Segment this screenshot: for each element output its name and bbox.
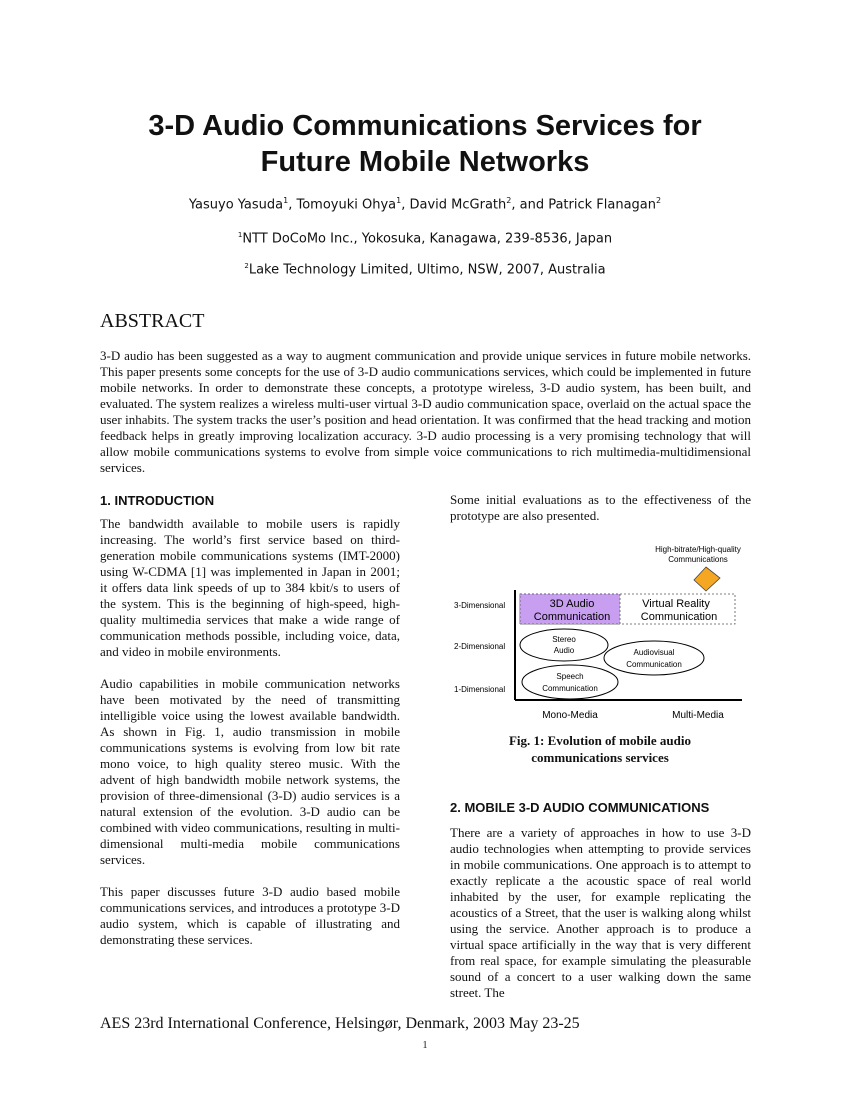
box-3d-audio-label: Communication [534, 611, 610, 623]
author-affil-mark: 1 [283, 196, 289, 205]
box-3d-audio [519, 593, 621, 625]
paragraph: Audio capabilities in mobile communicati… [100, 676, 400, 867]
stereo-label: Audio [554, 646, 575, 655]
speech-ellipse [521, 664, 619, 700]
stereo-audio-ellipse [519, 628, 609, 662]
three-d-frame [519, 593, 736, 625]
box-vr-label: Virtual Reality [642, 598, 710, 610]
affiliation-mark: 1 [237, 231, 243, 239]
right-column-intro: Some initial evaluations as to the effec… [450, 492, 751, 540]
author-affil-mark: 2 [656, 196, 662, 205]
author-affil-mark: 2 [506, 196, 512, 205]
section-1-heading: 1. INTRODUCTION [100, 493, 215, 508]
audiovisual-label: Audiovisual [634, 648, 675, 657]
highbit-arrow [693, 566, 721, 592]
page-number: 1 [422, 1040, 428, 1051]
paragraph: There are a variety of approaches in how… [450, 825, 751, 1000]
x-label-mono: Mono-Media [542, 710, 598, 721]
section-2-heading: 2. MOBILE 3-D AUDIO COMMUNICATIONS [450, 800, 710, 815]
paragraph: The bandwidth available to mobile users … [100, 516, 400, 659]
paragraph: Some initial evaluations as to the effec… [450, 492, 751, 523]
author-name: Yasuyo Yasuda [188, 197, 284, 213]
x-label-multi: Multi-Media [672, 710, 724, 721]
y-label-1d: 1-Dimensional [454, 685, 505, 694]
y-label-2d: 2-Dimensional [454, 642, 505, 651]
paragraph: This paper discusses future 3-D audio ba… [100, 884, 400, 947]
author-affil-mark: 1 [396, 196, 402, 205]
highbit-label: High-bitrate/High-quality [655, 545, 741, 554]
box-3d-audio-label: 3D Audio [550, 598, 595, 610]
author-name: Tomoyuki Ohya [296, 197, 397, 213]
y-label-3d: 3-Dimensional [454, 601, 505, 610]
caption-line: Fig. 1: Evolution of mobile audio [508, 733, 692, 748]
audiovisual-ellipse [603, 640, 705, 676]
author-list: Yasuyo Yasuda1, Tomoyuki Ohya1, David Mc… [188, 196, 662, 213]
abstract-body: 3-D audio has been suggested as a way to… [100, 348, 751, 475]
conference-footer: AES 23rd International Conference, Helsi… [100, 1015, 580, 1032]
author-name: and Patrick Flanagan [519, 197, 657, 213]
author-name: David McGrath [409, 197, 507, 213]
speech-label: Speech [556, 672, 583, 681]
affiliation-2: 2Lake Technology Limited, Ultimo, NSW, 2… [0, 262, 850, 277]
audiovisual-label: Communication [626, 660, 682, 669]
right-column-section-2: There are a variety of approaches in how… [450, 825, 751, 1017]
affiliation-text: NTT DoCoMo Inc., Yokosuka, Kanagawa, 239… [242, 231, 613, 247]
affiliation-1: 1NTT DoCoMo Inc., Yokosuka, Kanagawa, 23… [0, 231, 850, 246]
figure-1-diagram: High-bitrate/High-quality Communications… [454, 545, 742, 721]
highbit-label: Communications [668, 555, 728, 564]
abstract-heading: ABSTRACT [100, 310, 205, 332]
title-line-1: 3-D Audio Communications Services for [148, 110, 702, 142]
figure-1-caption: Fig. 1: Evolution of mobile audio commun… [450, 732, 750, 766]
stereo-label: Stereo [552, 635, 576, 644]
affiliation-text: Lake Technology Limited, Ultimo, NSW, 20… [248, 262, 606, 278]
left-column: The bandwidth available to mobile users … [100, 516, 400, 964]
box-vr-label: Communication [641, 611, 717, 623]
affiliation-mark: 2 [244, 262, 249, 270]
paper-title: 3-D Audio Communications Services for Fu… [0, 108, 850, 180]
title-line-2: Future Mobile Networks [260, 146, 590, 178]
speech-label: Communication [542, 684, 598, 693]
caption-line: communications services [531, 750, 669, 765]
